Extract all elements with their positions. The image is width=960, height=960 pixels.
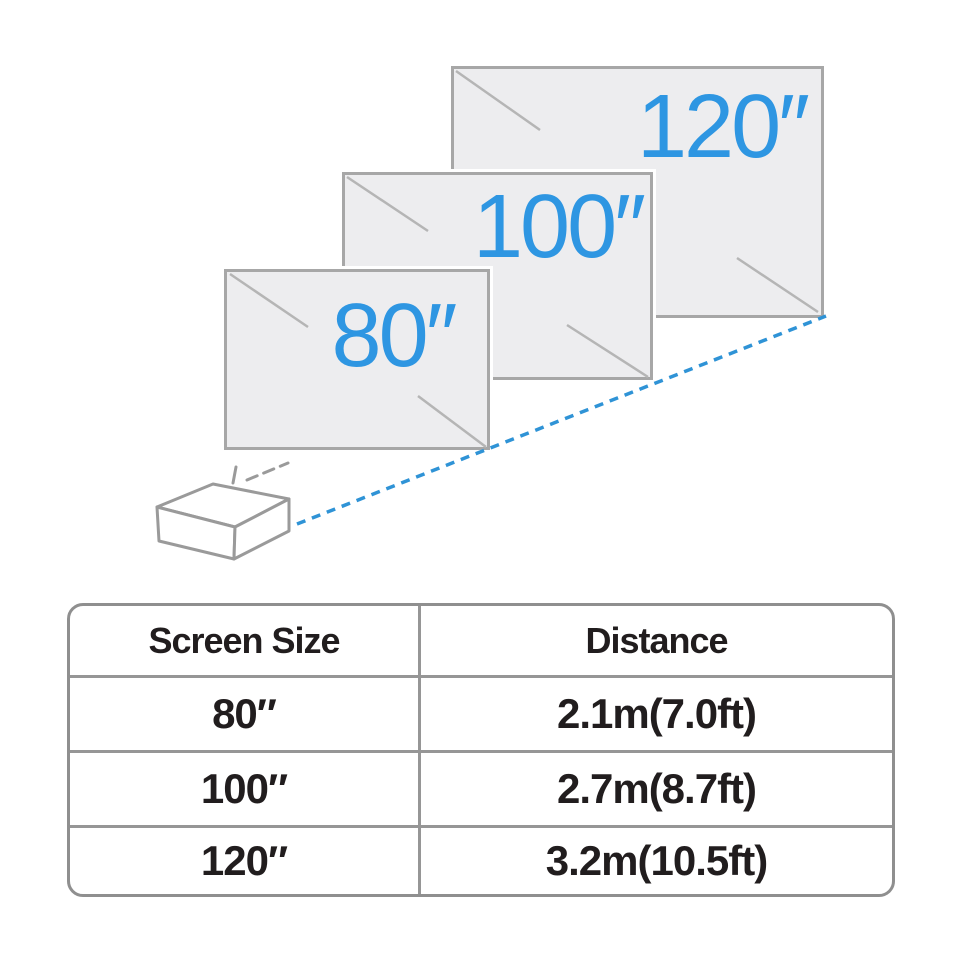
- screen-80: 80″: [224, 269, 490, 450]
- table-cell-distance-120: 3.2m(10.5ft): [421, 825, 892, 894]
- screen-80-size-label: 80″: [331, 286, 458, 386]
- table-header-screen-size: Screen Size: [70, 606, 421, 675]
- table-cell-size-80: 80″: [70, 675, 421, 750]
- table-cell-distance-100: 2.7m(8.7ft): [421, 750, 892, 825]
- table-cell-size-120: 120″: [70, 825, 421, 894]
- screen-100-size-label: 100″: [472, 177, 646, 277]
- screen-120-size-label: 120″: [636, 77, 810, 177]
- table-cell-distance-80: 2.1m(7.0ft): [421, 675, 892, 750]
- projection-diagram: 120″ 100″ 80″: [224, 66, 824, 450]
- table-header-distance: Distance: [585, 619, 728, 661]
- screen-distance-table: Screen Size Distance 80″ 2.1m(7.0ft) 100…: [67, 603, 895, 897]
- table-cell-size-100: 100″: [70, 750, 421, 825]
